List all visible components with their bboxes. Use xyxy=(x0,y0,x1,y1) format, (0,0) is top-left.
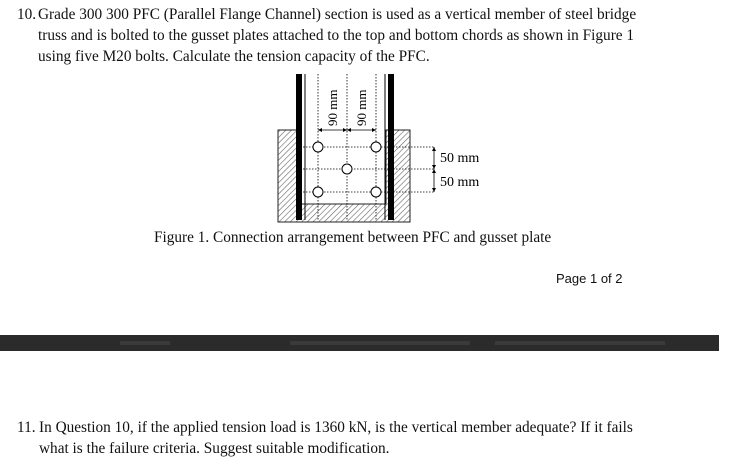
bolt-hole xyxy=(341,163,353,175)
question-text: Grade 300 300 PFC (Parallel Flange Chann… xyxy=(17,4,717,67)
dimension-label-50-bottom: 50 mm xyxy=(440,175,479,190)
question-line: truss and is bolted to the gusset plates… xyxy=(38,27,635,44)
bolt-hole xyxy=(370,186,382,198)
dimension-label-50-top: 50 mm xyxy=(440,151,479,166)
bolt-hole xyxy=(370,141,382,153)
figure-caption: Figure 1. Connection arrangement between… xyxy=(154,229,552,246)
question-line: what is the failure criteria. Suggest su… xyxy=(39,440,390,457)
pfc-flange-left xyxy=(296,74,302,220)
bolt-hole xyxy=(312,141,324,153)
figure-connection: 90 mm 90 mm 50 mm 50 mm xyxy=(270,72,520,227)
question-number: 10. xyxy=(17,6,37,23)
question-11: 11. In Question 10, if the applied tensi… xyxy=(17,417,717,459)
question-line: In Question 10, if the applied tension l… xyxy=(39,419,633,436)
question-line: using five M20 bolts. Calculate the tens… xyxy=(38,48,430,65)
connection-diagram: 90 mm 90 mm 50 mm 50 mm xyxy=(277,74,479,223)
page-number: Page 1 of 2 xyxy=(556,271,623,286)
question-number: 11. xyxy=(17,419,36,436)
dimension-label-90-right: 90 mm xyxy=(354,90,369,126)
page-divider xyxy=(0,335,719,351)
divider-segment xyxy=(120,341,170,345)
bolt-hole xyxy=(312,186,324,198)
question-text: In Question 10, if the applied tension l… xyxy=(17,417,717,459)
divider-segment xyxy=(495,341,665,345)
question-10: 10. Grade 300 300 PFC (Parallel Flange C… xyxy=(17,4,717,67)
dimension-label-90-left: 90 mm xyxy=(325,90,340,126)
question-line: Grade 300 300 PFC (Parallel Flange Chann… xyxy=(38,6,637,23)
divider-segment xyxy=(290,341,470,345)
